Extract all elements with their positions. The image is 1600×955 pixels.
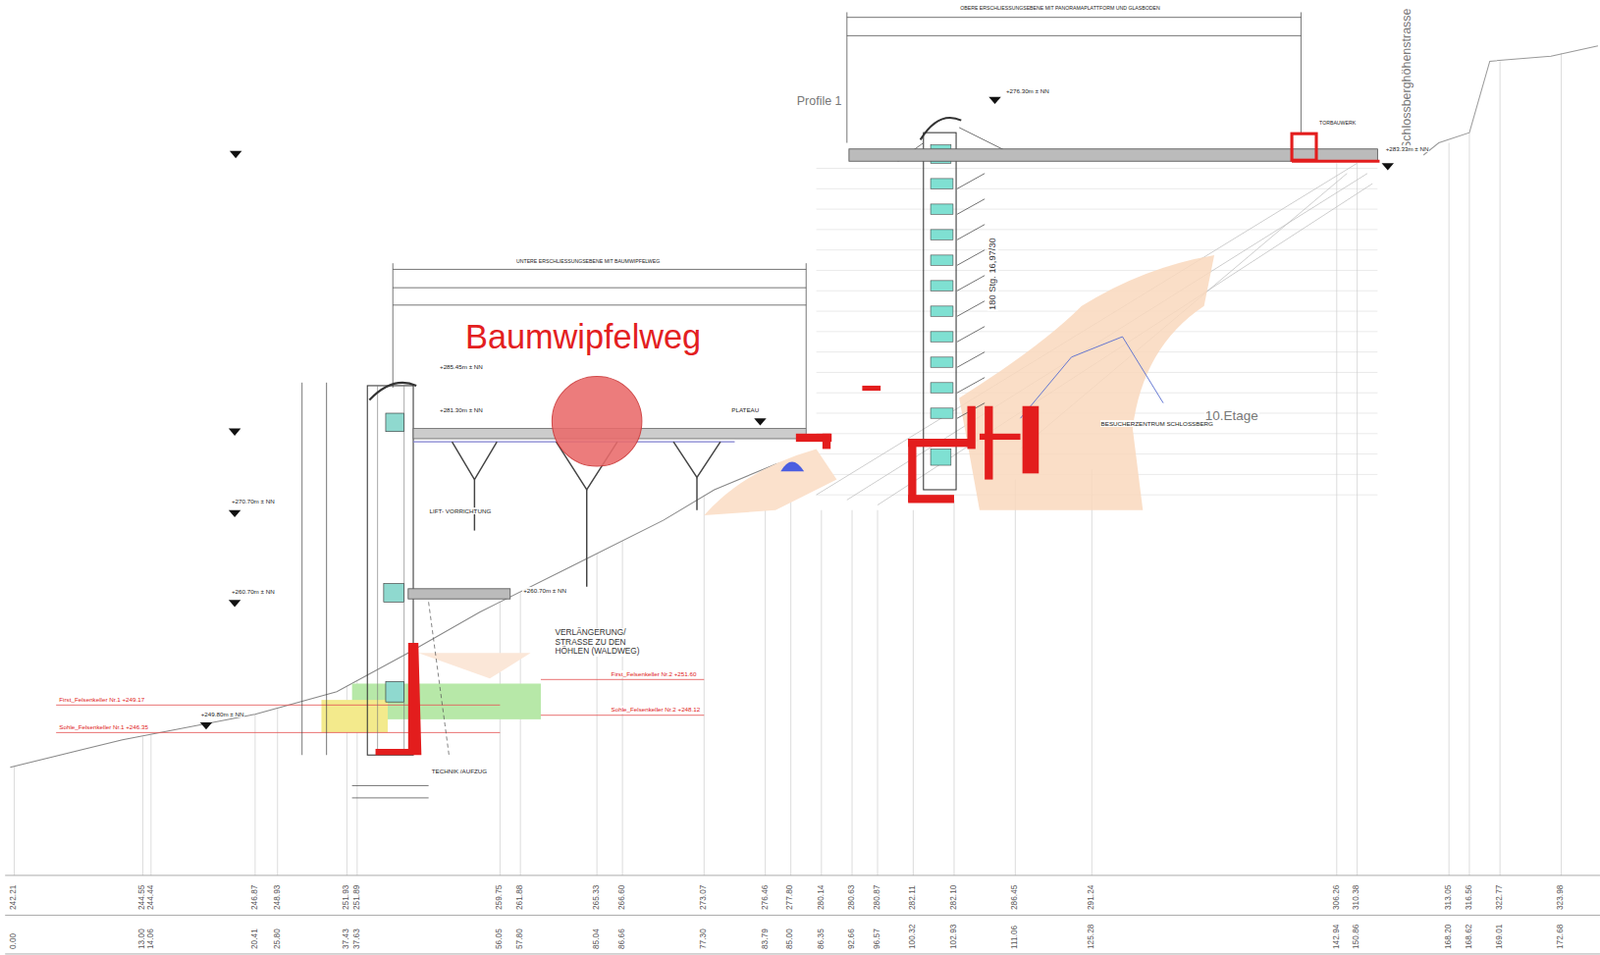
station-number: 322.77 [1494,884,1505,911]
station-number: 102.93 [949,922,960,950]
elevation-label: +281.30m ± NN [438,406,484,414]
station-number: 291.24 [1086,884,1097,911]
station-number: 265.33 [591,884,602,911]
station-number: 168.20 [1443,922,1454,950]
station-number: 100.32 [907,922,918,950]
station-number: 77.30 [698,927,709,951]
cellar-label: Sohle_Felsenkeller Nr.1 +246.35 [57,723,150,731]
station-number: 85.04 [591,927,602,951]
station-number: 37.63 [352,927,363,951]
station-number: 244.44 [146,884,157,911]
dimension-note: 180 Stg. 16,97/30 [987,236,999,312]
station-number: 111.06 [1010,924,1020,951]
street-label: Schlossberghöhenstrasse [1399,6,1414,150]
cellar-lines [55,679,704,733]
elevation-label: +249.80m ± NN [200,710,246,718]
station-number: 280.63 [847,884,857,911]
rock-region [418,652,531,679]
station-number: 14.06 [146,927,157,951]
title-label: Baumwipfelweg [464,318,702,357]
station-number: 248.93 [272,884,283,911]
station-number: 280.14 [816,884,827,911]
station-number: 0.00 [8,932,19,951]
station-number: 20.41 [250,927,261,951]
station-number: 25.80 [272,927,283,951]
elevation-label: +260.70m ± NN [522,586,568,594]
station-number: 251.89 [352,884,363,911]
dimension-note: LIFT- VORRICHTUNG [428,507,493,515]
station-number: 282.10 [949,884,960,911]
dimension-note: PLATEAU [730,406,760,414]
cliff-profile [1423,46,1599,156]
dimension-note: TORBAUWERK [1318,120,1357,127]
station-number: 86.66 [617,927,628,951]
cellar-label: First_Felsenkeller Nr.2 +251.60 [610,670,698,678]
station-number: 92.66 [847,927,857,951]
station-number: 277.80 [785,884,796,911]
station-number: 316.56 [1464,884,1475,911]
level-marker [200,97,1394,731]
station-number: 150.86 [1351,922,1362,950]
cellar-label: Sohle_Felsenkeller Nr.2 +248.12 [610,705,702,713]
station-number: 56.05 [494,927,505,951]
elevation-label: +260.70m ± NN [230,587,276,595]
elevation-label: +276.30m ± NN [1005,87,1051,95]
station-number: 276.46 [760,884,771,911]
station-number: 172.68 [1555,922,1566,950]
dimension-note: BESUCHERZENTRUM SCHLOSSBERG [1100,420,1215,427]
dimension-note: UNTERE ERSCHLIESSUNGSEBENE MIT BAUMWIPFE… [515,259,661,266]
station-number: 286.45 [1010,884,1020,911]
station-number: 266.60 [617,884,628,911]
station-number: 57.80 [515,927,526,951]
station-number: 282.11 [907,884,918,911]
station-number: 168.62 [1464,922,1475,950]
dimension-note: OBERE ERSCHLIESSUNGSEBENE MIT PANORAMAPL… [959,5,1162,12]
dimension-lines [302,11,1302,798]
station-number: 323.98 [1555,884,1566,911]
station-number: 142.94 [1332,922,1342,950]
elevation-label: +270.70m ± NN [230,497,276,505]
station-number: 313.05 [1443,884,1454,911]
station-number: 86.35 [816,927,827,951]
station-number: 306.26 [1332,884,1342,911]
gate-structure [1291,133,1317,160]
station-number: 261.88 [515,884,526,911]
profile-label: Profile 1 [796,94,844,108]
station-number: 85.00 [785,927,796,951]
station-number: 125.28 [1086,922,1097,950]
station-table [4,875,1600,955]
station-number: 169.01 [1494,922,1505,950]
gate-structure [1291,160,1380,163]
station-number: 310.38 [1351,884,1362,911]
station-number: 259.75 [494,884,505,911]
station-number: 96.57 [872,927,883,951]
station-number: 251.93 [341,884,352,911]
cellar-label: First_Felsenkeller Nr.1 +249.17 [57,695,146,703]
cave-outline [1020,336,1165,419]
station-number: 37.43 [341,927,352,951]
dimension-note: TECHNIK /AUFZUG [430,767,488,775]
station-number: 246.87 [250,884,261,911]
station-number: 242.21 [8,884,19,911]
highlight-circle [551,376,641,467]
rock-region [703,448,837,516]
elevation-label: +283.33m ± NN [1385,145,1431,153]
station-number: 280.87 [872,884,883,911]
station-lines [14,53,1562,876]
station-number: 273.07 [698,884,709,911]
foundation-red [796,385,1039,504]
path-note: VERLÄNGERUNG/ STRASSE ZU DEN HÖHLEN (WAL… [554,628,659,657]
elevation-label: +285.45m ± NN [438,363,484,371]
station-number: 83.79 [760,927,771,951]
